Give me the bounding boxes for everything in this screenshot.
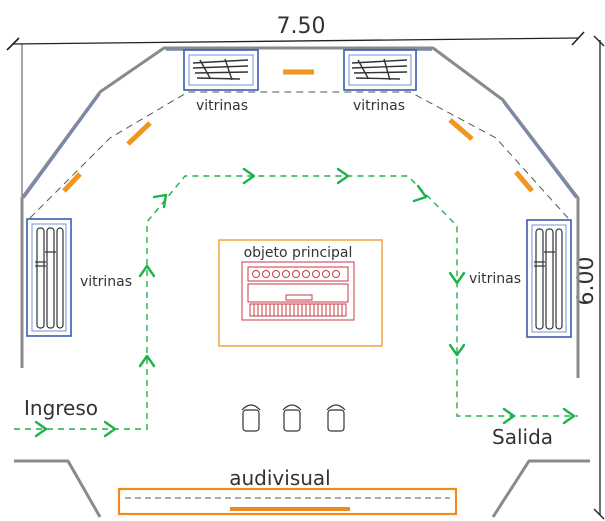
light-left-upper <box>126 121 152 146</box>
route-arrow <box>242 167 256 185</box>
chair-icon <box>326 404 346 432</box>
main-object: objeto principal <box>218 239 383 347</box>
audiovisual-label: audivisual <box>229 466 330 490</box>
audiovisual-screen: audivisual <box>117 466 458 516</box>
light-left-lower <box>62 172 82 193</box>
width-dimension-label: 7.50 <box>277 14 326 39</box>
route-arrow <box>103 420 117 438</box>
showcase-top-left: vitrinas <box>183 49 259 114</box>
showcase-top-right-label: vitrinas <box>353 98 405 114</box>
route-arrow <box>448 343 466 357</box>
chair-icon <box>241 404 261 432</box>
instruments-icon <box>192 58 249 81</box>
route-arrow <box>138 354 156 368</box>
showcase-top-left-label: vitrinas <box>196 98 248 114</box>
flutes-icon <box>534 228 563 330</box>
light-right-upper <box>448 118 474 141</box>
showcase-right: vitrinas <box>469 219 572 338</box>
light-right-lower <box>514 170 534 193</box>
showcase-left: vitrinas <box>26 218 132 337</box>
route-arrow <box>502 407 516 425</box>
piano-keys <box>253 304 343 316</box>
route-arrow <box>152 193 168 209</box>
showcase-right-label: vitrinas <box>469 271 521 287</box>
showcase-left-label: vitrinas <box>80 274 132 290</box>
route-arrow <box>448 271 466 285</box>
route-arrow <box>412 184 428 203</box>
visitor-route <box>14 167 578 438</box>
exit-label: Salida <box>492 425 553 449</box>
instruments-icon <box>351 58 408 81</box>
piano-icon <box>241 261 355 321</box>
route-arrows <box>34 167 576 438</box>
ceiling-lights <box>62 69 534 193</box>
showcase-top-right: vitrinas <box>343 49 417 114</box>
main-object-label: objeto principal <box>244 245 353 261</box>
flutes-icon <box>35 227 64 329</box>
route-arrow <box>138 264 156 278</box>
chair-icon <box>282 404 302 432</box>
seating <box>241 404 346 432</box>
width-dimension: 7.50 <box>6 14 585 366</box>
room-walls <box>14 46 590 518</box>
ceiling-outline <box>29 91 569 219</box>
route-arrow <box>336 167 350 185</box>
route-path <box>14 175 578 430</box>
route-arrow <box>562 407 576 425</box>
route-arrow <box>34 420 48 438</box>
entrance-label: Ingreso <box>24 396 98 420</box>
